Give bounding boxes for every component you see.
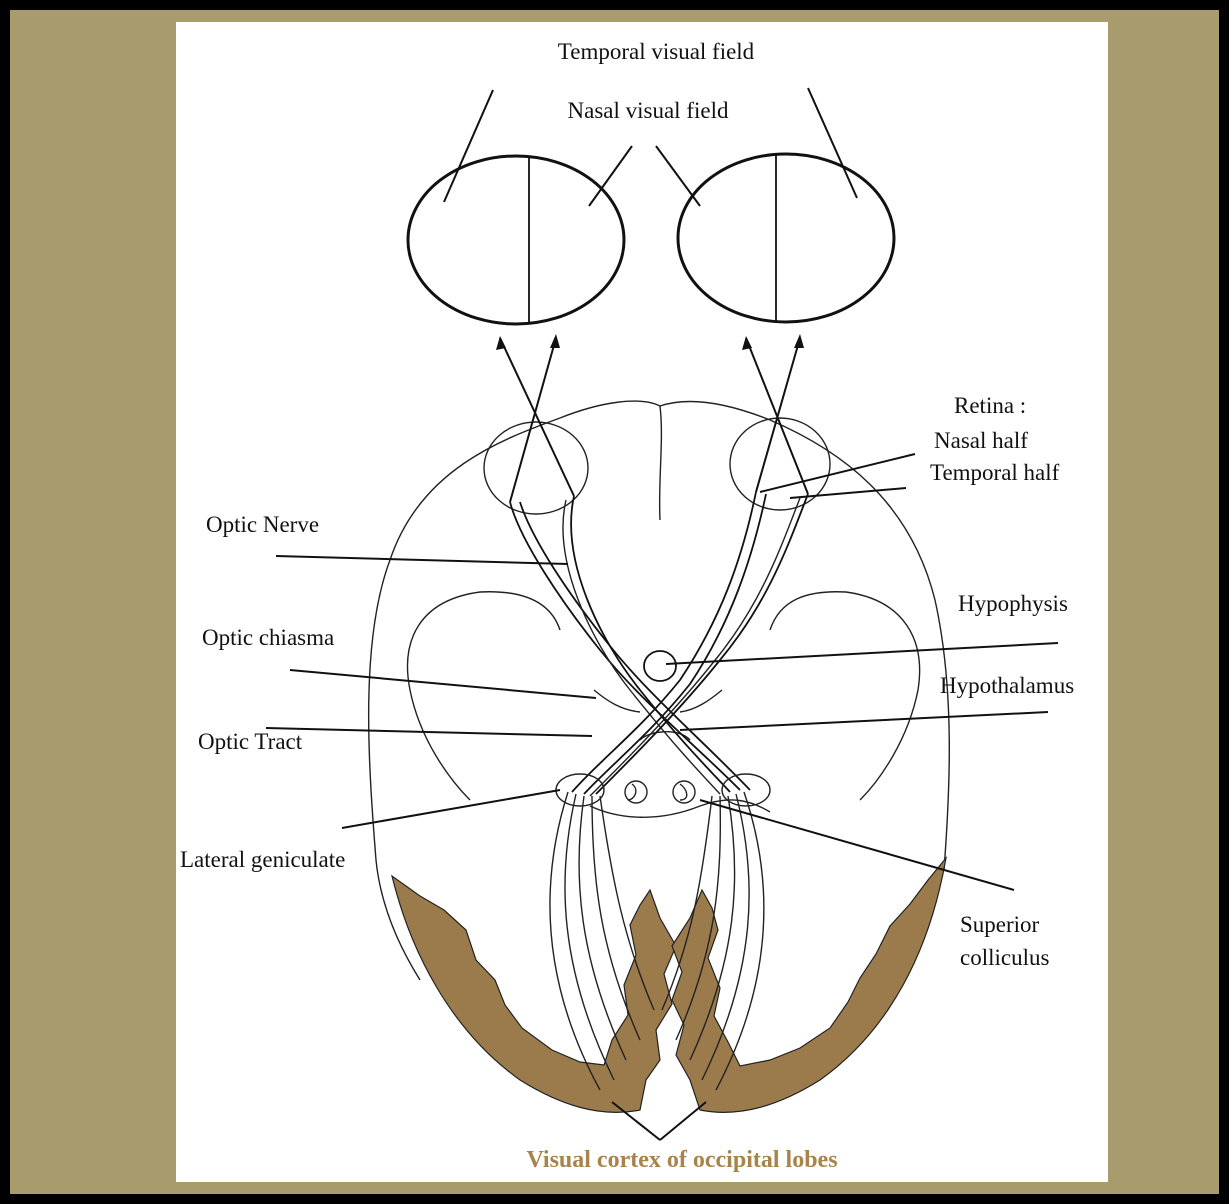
label-pointer-lines — [266, 454, 1058, 1140]
label-superior: Superior — [960, 912, 1040, 937]
label-nasal-half: Nasal half — [934, 428, 1028, 453]
label-retina: Retina : — [954, 393, 1026, 418]
label-temporal-visual-field: Temporal visual field — [558, 39, 755, 64]
left-visual-field — [408, 156, 624, 324]
label-colliculus: colliculus — [960, 945, 1049, 970]
label-nasal-visual-field: Nasal visual field — [568, 98, 729, 123]
right-visual-field — [678, 154, 894, 322]
label-lateral-geniculate: Lateral geniculate — [180, 847, 345, 872]
label-temporal-half: Temporal half — [930, 460, 1060, 485]
label-hypothalamus: Hypothalamus — [940, 673, 1074, 698]
label-hypophysis: Hypophysis — [958, 591, 1068, 616]
label-optic-chiasma: Optic chiasma — [202, 625, 334, 650]
label-optic-tract: Optic Tract — [198, 729, 303, 754]
visual-cortex-regions — [392, 858, 946, 1112]
label-visual-cortex: Visual cortex of occipital lobes — [526, 1147, 837, 1173]
brain-outline — [369, 401, 950, 980]
label-optic-nerve: Optic Nerve — [206, 512, 319, 537]
